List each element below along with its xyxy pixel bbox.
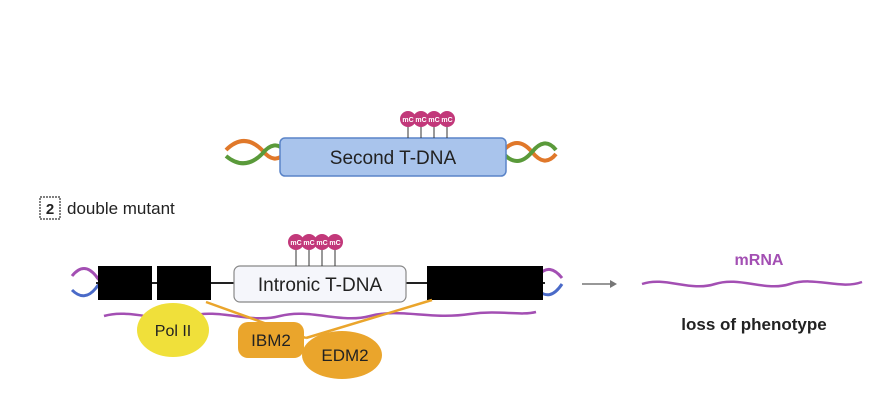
edm2-label: EDM2 <box>321 346 368 365</box>
methyl-mark-label: mC <box>290 240 301 247</box>
methyl-mark-label: mC <box>329 240 340 247</box>
edm2-blob <box>302 331 382 379</box>
methyl-mark <box>327 234 343 250</box>
exon-3 <box>427 266 543 300</box>
protein-complex: Pol II EDM2 IBM2 <box>137 303 382 379</box>
pol2-blob <box>137 303 209 357</box>
methyl-mark <box>314 234 330 250</box>
mrna-label: mRNA <box>735 252 784 269</box>
panel-label: 2 double mutant <box>39 196 175 220</box>
methyl-mark <box>400 111 416 127</box>
ibm2-label: IBM2 <box>251 331 291 350</box>
methyl-mark-label: mC <box>415 117 426 124</box>
methyl-mark-label: mC <box>316 240 327 247</box>
gene-construct: Intronic T-DNA mC mC mC mC <box>70 234 564 303</box>
methyl-mark <box>413 111 429 127</box>
panel-title: double mutant <box>67 199 175 218</box>
methyl-mark <box>426 111 442 127</box>
methyl-mark-label: mC <box>303 240 314 247</box>
intronic-tdna-box <box>233 265 407 303</box>
phenotype-label: loss of phenotype <box>681 315 826 334</box>
methyl-mark-label: mC <box>428 117 439 124</box>
dna-helix-right <box>500 141 558 163</box>
methyl-mark <box>301 234 317 250</box>
dna-helix-left <box>224 139 288 166</box>
result-arrow <box>582 280 617 288</box>
methyl-mark-label: mC <box>441 117 452 124</box>
methyl-mark-label: mC <box>402 117 413 124</box>
outcome: mRNA loss of phenotype <box>641 252 863 334</box>
methyl-marks-gene: mC mC mC mC <box>288 234 343 266</box>
methyl-marks-top: mC mC mC mC <box>400 111 455 138</box>
second-tdna-label: Second T-DNA <box>330 148 457 169</box>
methyl-mark <box>288 234 304 250</box>
panel-number-box <box>39 196 61 220</box>
second-tdna-construct: Second T-DNA mC mC mC mC <box>224 111 558 177</box>
mrna-strand <box>641 280 863 288</box>
exon-2 <box>157 266 211 300</box>
exon-1 <box>98 266 152 300</box>
second-tdna-box <box>279 137 507 177</box>
panel-number: 2 <box>46 201 54 218</box>
methyl-mark <box>439 111 455 127</box>
ibm2-blob <box>238 322 304 358</box>
intronic-tdna-label: Intronic T-DNA <box>258 275 383 296</box>
pol2-label: Pol II <box>155 323 191 340</box>
